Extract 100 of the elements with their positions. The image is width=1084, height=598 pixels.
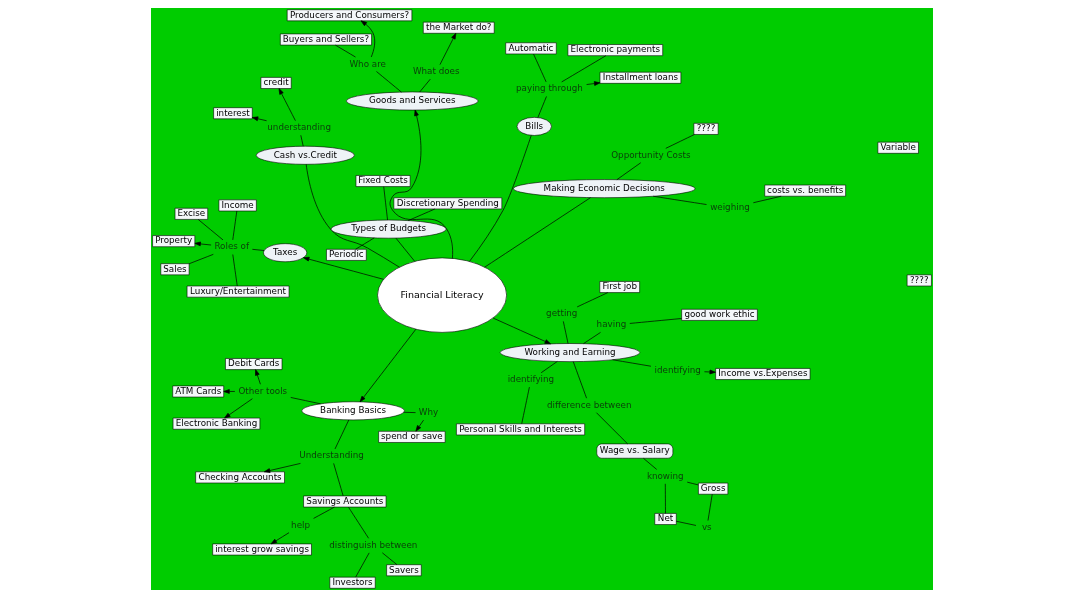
arrow bbox=[415, 419, 424, 432]
arrow bbox=[263, 463, 301, 473]
node-box: good work ethic bbox=[681, 308, 758, 321]
arrow bbox=[194, 241, 212, 247]
node-text: understanding bbox=[267, 122, 331, 133]
arrow bbox=[359, 328, 417, 403]
node-box: Savings Accounts bbox=[303, 495, 387, 508]
node-box: Net bbox=[654, 513, 677, 525]
node-box: First job bbox=[599, 281, 640, 293]
connector bbox=[707, 493, 713, 521]
arrow bbox=[586, 81, 601, 86]
arrow bbox=[492, 317, 551, 345]
node-text: weighing bbox=[710, 202, 750, 213]
arrow bbox=[439, 33, 457, 65]
connector bbox=[572, 361, 587, 399]
node-box: Excise bbox=[174, 207, 208, 220]
connector bbox=[576, 292, 609, 308]
node-ellipse: Types of Budgets bbox=[330, 219, 447, 239]
node-box: Discretionary Spending bbox=[393, 197, 503, 210]
connector bbox=[612, 359, 652, 367]
node-box: spend or save bbox=[378, 431, 446, 443]
connector bbox=[537, 96, 547, 118]
connector bbox=[665, 134, 695, 149]
node-box: Investors bbox=[329, 576, 376, 589]
connector bbox=[521, 386, 530, 425]
node-text: difference between bbox=[546, 399, 632, 410]
arrow bbox=[389, 109, 454, 259]
arrow bbox=[270, 532, 290, 545]
node-text: paying through bbox=[516, 83, 583, 94]
connector bbox=[583, 332, 601, 345]
node-box: interest bbox=[213, 107, 253, 120]
connector bbox=[376, 71, 402, 93]
node-box: Electronic payments bbox=[567, 44, 663, 56]
connector bbox=[232, 254, 238, 287]
connector bbox=[540, 361, 558, 374]
node-box: Checking Accounts bbox=[195, 471, 285, 484]
node-ellipse: Working and Earning bbox=[499, 343, 641, 362]
node-box: the Market do? bbox=[423, 21, 495, 34]
node-text: help bbox=[291, 519, 311, 530]
connector bbox=[469, 135, 532, 262]
connector bbox=[664, 483, 666, 514]
node-text: Other tools bbox=[238, 385, 288, 396]
connector bbox=[419, 78, 431, 93]
node-ellipse: Cash vs.Credit bbox=[255, 145, 355, 165]
connector bbox=[395, 237, 416, 262]
node-box: interest grow savings bbox=[212, 543, 312, 556]
connector bbox=[596, 412, 628, 445]
node-box: ???? bbox=[906, 274, 932, 287]
node-ellipse: Bills bbox=[516, 117, 552, 136]
node-text: vs bbox=[701, 521, 712, 532]
connector bbox=[686, 481, 699, 486]
node-text: having bbox=[596, 319, 627, 330]
node-text: Roles of bbox=[214, 241, 250, 252]
node-box: costs vs. benefits bbox=[764, 184, 846, 197]
node-text: identifying bbox=[507, 374, 555, 385]
connector bbox=[197, 219, 224, 241]
arrow bbox=[255, 369, 261, 385]
connector bbox=[533, 53, 547, 83]
node-text: Why bbox=[418, 407, 439, 418]
connector bbox=[675, 520, 697, 526]
node-ellipse: Making Economic Decisions bbox=[513, 179, 696, 198]
node-box: Luxury/Entertainment bbox=[186, 285, 290, 298]
node-box: Income vs.Expenses bbox=[715, 368, 811, 380]
node-box: Gross bbox=[698, 482, 729, 495]
connector bbox=[407, 208, 436, 221]
connector bbox=[561, 55, 607, 83]
connector bbox=[305, 163, 400, 268]
node-box: Wage vs. Salary bbox=[596, 443, 674, 459]
node-box: Fixed Costs bbox=[355, 175, 411, 187]
connector bbox=[484, 197, 591, 268]
connector bbox=[333, 463, 344, 497]
connector bbox=[652, 195, 707, 205]
node-text: Understanding bbox=[299, 450, 364, 461]
node-box: Variable bbox=[877, 141, 919, 154]
arrow bbox=[303, 256, 384, 280]
connector bbox=[334, 419, 350, 450]
connector bbox=[232, 210, 238, 241]
connector bbox=[381, 552, 398, 565]
node-text: getting bbox=[546, 308, 578, 319]
connector bbox=[290, 397, 321, 405]
arrow bbox=[223, 389, 236, 394]
node-box: Property bbox=[152, 235, 196, 247]
node-box: Income bbox=[218, 199, 257, 212]
node-text: Who are bbox=[349, 58, 386, 69]
node-box: Producers and Consumers? bbox=[286, 9, 413, 22]
connector bbox=[313, 506, 335, 519]
node-ellipse: Goods and Services bbox=[346, 91, 479, 111]
connector bbox=[562, 321, 569, 344]
node-box: ???? bbox=[693, 123, 719, 135]
node-box: Periodic bbox=[326, 249, 367, 261]
node-box: ATM Cards bbox=[172, 385, 224, 398]
node-text: knowing bbox=[646, 470, 684, 481]
node-box: Personal Skills and Interests bbox=[456, 423, 585, 436]
arrow bbox=[251, 116, 267, 122]
connector bbox=[643, 457, 658, 470]
connector bbox=[252, 248, 265, 251]
connector bbox=[629, 318, 682, 324]
arrow bbox=[704, 369, 716, 375]
node-box: Automatic bbox=[505, 42, 557, 55]
node-box: Buyers and Sellers? bbox=[280, 33, 372, 46]
